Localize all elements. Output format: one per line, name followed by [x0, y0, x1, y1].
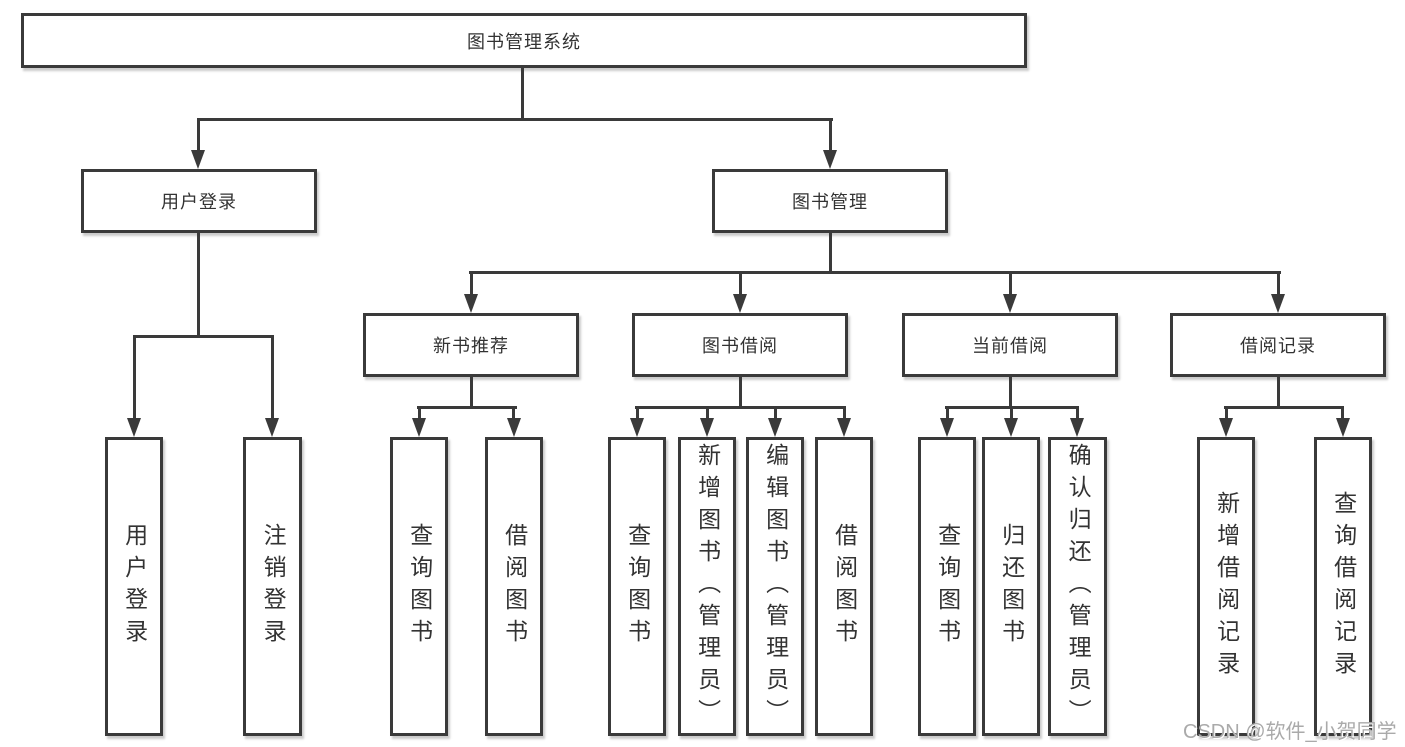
- node-label: 当前借阅: [972, 336, 1048, 356]
- connector-hline: [197, 118, 833, 121]
- node-label: 确认归还（管理员）: [1065, 442, 1092, 731]
- arrow-down-icon: [630, 418, 644, 437]
- node-label: 新增图书（管理员）: [694, 442, 721, 731]
- node-book-management: 图书管理: [712, 169, 948, 233]
- connector-vline: [843, 406, 846, 420]
- leaf-edit-books-admin: 编辑图书（管理员）: [746, 437, 804, 736]
- node-current-borrowing: 当前借阅: [902, 313, 1118, 377]
- node-label: 新书推荐: [433, 336, 509, 356]
- connector-hline: [635, 406, 846, 409]
- arrow-down-icon: [191, 150, 205, 169]
- leaf-confirm-return-admin: 确认归还（管理员）: [1048, 437, 1107, 736]
- node-label: 编辑图书（管理员）: [762, 442, 789, 731]
- node-user-login: 用户登录: [81, 169, 317, 233]
- watermark: CSDN @软件_小贺同学: [1183, 721, 1397, 743]
- arrow-down-icon: [464, 294, 478, 313]
- arrow-down-icon: [1336, 418, 1350, 437]
- leaf-logout: 注销登录: [243, 437, 302, 736]
- node-label: 用户登录: [121, 522, 148, 651]
- connector-vline: [197, 233, 200, 337]
- node-label: 查询借阅记录: [1330, 490, 1357, 683]
- arrow-down-icon: [823, 150, 837, 169]
- leaf-borrow-books: 借阅图书: [815, 437, 873, 736]
- connector-vline: [470, 377, 473, 408]
- node-label: 借阅图书: [831, 522, 858, 651]
- node-root-library-system: 图书管理系统: [21, 13, 1027, 68]
- arrow-down-icon: [837, 418, 851, 437]
- node-label: 查询图书: [624, 522, 651, 651]
- leaf-return-books: 归还图书: [982, 437, 1040, 736]
- connector-vline: [470, 271, 473, 296]
- node-book-borrowing: 图书借阅: [632, 313, 848, 377]
- connector-vline: [1277, 271, 1280, 296]
- connector-vline: [1076, 406, 1079, 420]
- connector-hline: [417, 406, 517, 409]
- connector-vline: [512, 406, 515, 420]
- connector-vline: [1009, 377, 1012, 408]
- connector-vline: [521, 68, 524, 118]
- arrow-down-icon: [1003, 294, 1017, 313]
- leaf-query-books-recommend: 查询图书: [390, 437, 448, 736]
- arrow-down-icon: [412, 418, 426, 437]
- leaf-borrow-books-recommend: 借阅图书: [485, 437, 543, 736]
- leaf-user-login: 用户登录: [105, 437, 163, 736]
- connector-vline: [636, 406, 639, 420]
- leaf-query-borrow-record: 查询借阅记录: [1314, 437, 1372, 736]
- leaf-query-books-borrowing: 查询图书: [608, 437, 666, 736]
- arrow-down-icon: [1070, 418, 1084, 437]
- connector-vline: [1009, 271, 1012, 296]
- arrow-down-icon: [507, 418, 521, 437]
- node-label: 注销登录: [260, 522, 287, 651]
- arrow-down-icon: [768, 418, 782, 437]
- arrow-down-icon: [127, 418, 141, 437]
- arrow-down-icon: [1004, 418, 1018, 437]
- connector-vline: [739, 377, 742, 408]
- connector-vline: [271, 335, 274, 420]
- node-label: 用户登录: [161, 192, 237, 212]
- node-label: 查询图书: [406, 522, 433, 651]
- connector-vline: [197, 118, 200, 152]
- connector-vline: [739, 271, 742, 296]
- connector-vline: [418, 406, 421, 420]
- node-label: 归还图书: [998, 522, 1025, 651]
- connector-vline: [706, 406, 709, 420]
- node-label: 借阅图书: [501, 522, 528, 651]
- connector-vline: [1225, 406, 1228, 420]
- connector-vline: [946, 406, 949, 420]
- arrow-down-icon: [700, 418, 714, 437]
- arrow-down-icon: [265, 418, 279, 437]
- connector-vline: [1277, 377, 1280, 408]
- connector-vline: [829, 118, 832, 152]
- arrow-down-icon: [940, 418, 954, 437]
- arrow-down-icon: [1219, 418, 1233, 437]
- connector-vline: [829, 233, 832, 273]
- node-label: 图书借阅: [702, 336, 778, 356]
- leaf-query-books-current: 查询图书: [918, 437, 976, 736]
- leaf-add-books-admin: 新增图书（管理员）: [678, 437, 736, 736]
- node-label: 新增借阅记录: [1213, 490, 1240, 683]
- connector-vline: [133, 335, 136, 420]
- connector-vline: [774, 406, 777, 420]
- arrow-down-icon: [1271, 294, 1285, 313]
- node-new-book-recommend: 新书推荐: [363, 313, 579, 377]
- arrow-down-icon: [733, 294, 747, 313]
- connector-hline: [469, 271, 1281, 274]
- node-label: 图书管理: [792, 192, 868, 212]
- connector-hline: [1224, 406, 1343, 409]
- node-label: 查询图书: [934, 522, 961, 651]
- connector-vline: [1341, 406, 1344, 420]
- connector-vline: [1010, 406, 1013, 420]
- connector-hline: [133, 335, 274, 338]
- leaf-add-borrow-record: 新增借阅记录: [1197, 437, 1255, 736]
- node-borrowing-records: 借阅记录: [1170, 313, 1386, 377]
- node-label: 图书管理系统: [467, 31, 581, 52]
- node-label: 借阅记录: [1240, 336, 1316, 356]
